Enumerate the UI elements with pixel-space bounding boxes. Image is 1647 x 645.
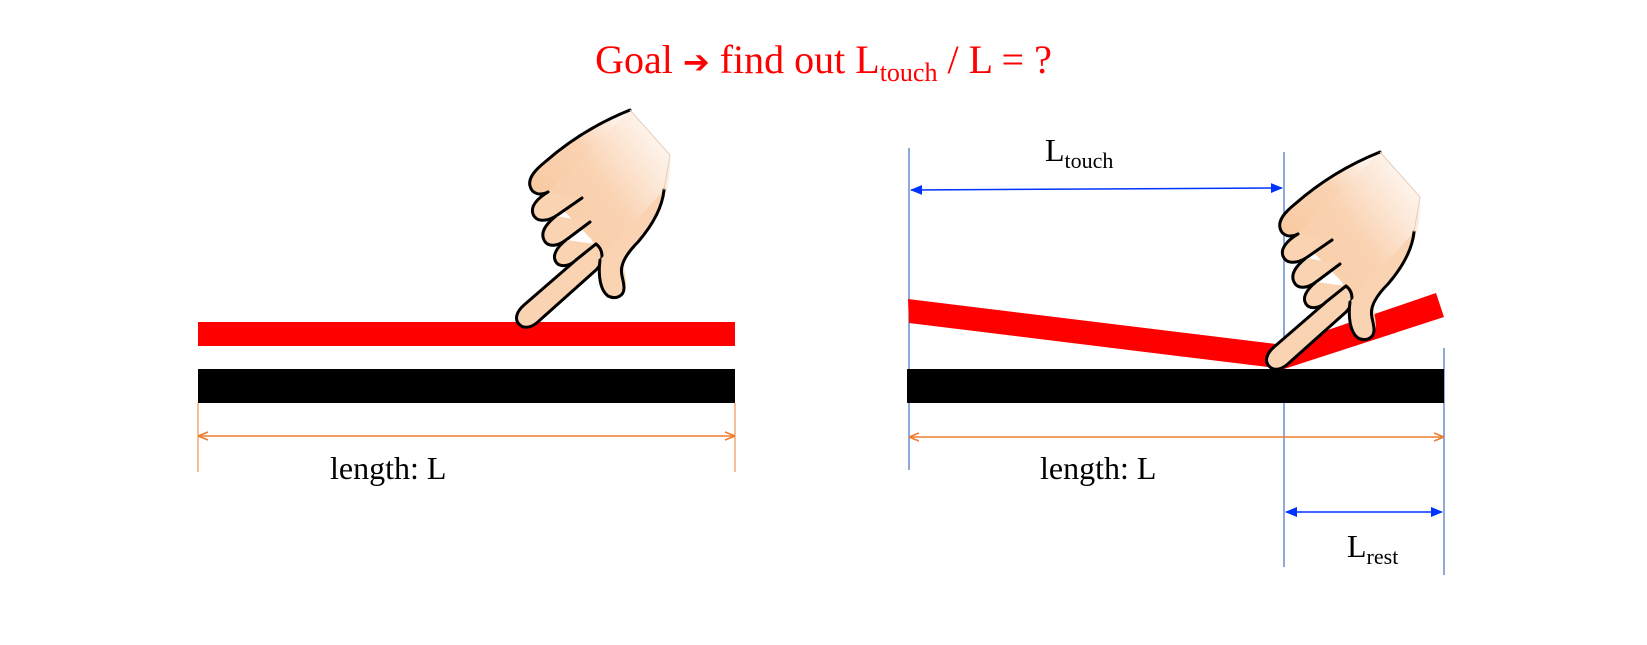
touch-length-label: Ltouch: [1045, 132, 1113, 174]
left-length-label: length: L: [330, 450, 447, 486]
left-red-strip: [198, 322, 735, 346]
touch-label-main: L: [1045, 132, 1065, 168]
right-panel: [907, 148, 1445, 575]
goal-prefix: Goal: [595, 37, 673, 82]
right-black-strip: [907, 369, 1444, 403]
goal-middle: find out L: [719, 37, 880, 82]
touch-label-sub: touch: [1064, 148, 1114, 173]
rest-label-sub: rest: [1366, 544, 1399, 569]
left-black-strip: [198, 369, 735, 403]
touch-length-arrow: [910, 183, 1283, 195]
rest-length-label: Lrest: [1347, 528, 1398, 570]
goal-title: Goal ➔ find out Ltouch / L = ?: [0, 36, 1647, 88]
right-length-label: length: L: [1040, 450, 1157, 486]
pointing-hand-icon: [515, 108, 672, 329]
rest-label-main: L: [1347, 528, 1367, 564]
goal-sub: touch: [879, 58, 938, 87]
goal-arrow: ➔: [682, 43, 710, 81]
left-panel: [197, 108, 736, 472]
goal-suffix: / L = ?: [937, 37, 1052, 82]
right-red-strip-bent: [908, 293, 1444, 369]
